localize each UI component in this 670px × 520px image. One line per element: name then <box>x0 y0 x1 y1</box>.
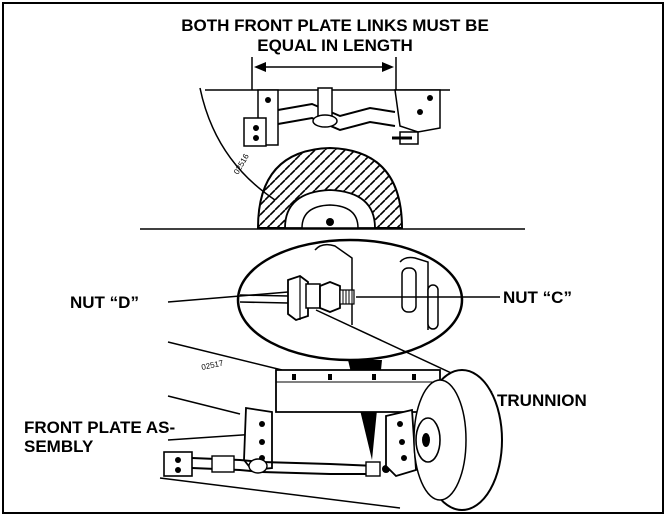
label-trunnion: TRUNNION <box>497 391 587 410</box>
magnified-detail-circle <box>236 238 464 362</box>
bottom-view-assembly: 02517 <box>159 238 503 511</box>
right-front-wheel <box>413 369 503 511</box>
figure-title-line-2: EQUAL IN LENGTH <box>257 36 413 55</box>
figure-frame <box>2 2 664 514</box>
front-tire <box>256 146 404 229</box>
label-nut-c: NUT “C” <box>503 288 572 307</box>
top-view-assembly: 02516 <box>199 57 450 229</box>
label-nut-d: NUT “D” <box>70 293 139 312</box>
bottom-figure-code: 02517 <box>201 358 225 372</box>
right-upright-bracket <box>385 408 417 478</box>
left-axle-bracket <box>163 451 193 477</box>
figure-title-line-1: BOTH FRONT PLATE LINKS MUST BE <box>181 16 489 35</box>
left-bracket <box>243 89 279 147</box>
label-front-plate-line-1: FRONT PLATE AS- <box>24 418 176 437</box>
front-bumper-plate <box>275 369 441 413</box>
right-bracket <box>392 89 441 145</box>
length-dimension-arrow <box>251 57 397 90</box>
label-front-plate-line-2: SEMBLY <box>24 437 94 456</box>
front-link-rod <box>191 455 390 477</box>
